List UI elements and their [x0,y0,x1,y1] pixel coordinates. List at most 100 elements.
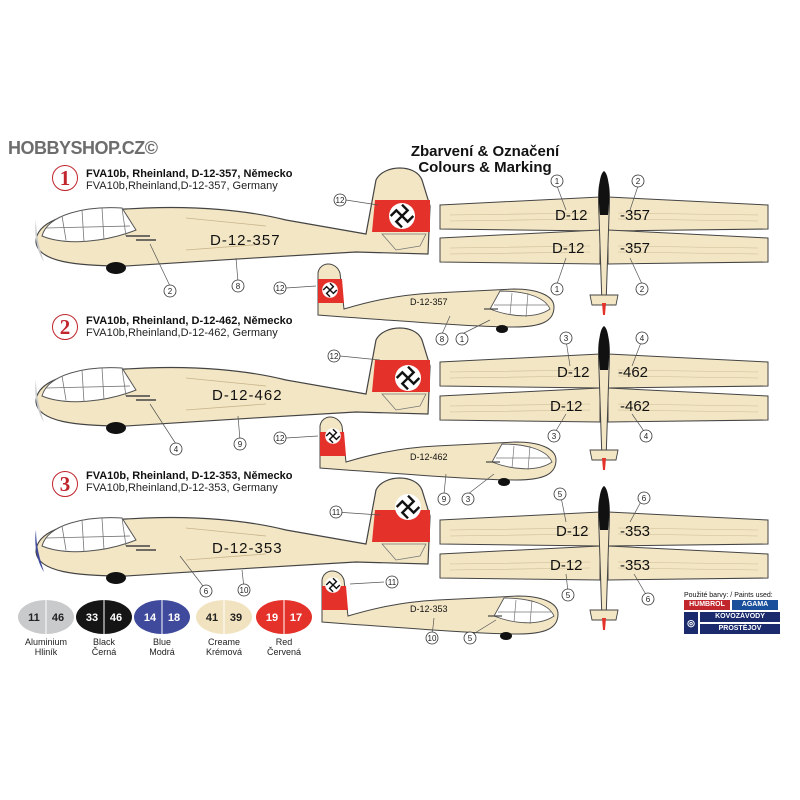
swatch-black-code-a: 33 [86,612,98,624]
option-3-registration: D-12-353 [212,540,283,557]
option-2-plan-view: D-12 -462 D-12 -462 [439,325,769,471]
callout-3: 3 [552,432,557,441]
swatch-black-label: Black Černá [75,637,133,657]
option-1-registration-small: D-12-357 [410,297,448,307]
swatch-aluminium: 11 46 [18,600,74,634]
swatch-creame-label: Creame Krémová [195,637,253,657]
option-1-large-side-view: D-12-357 [35,167,431,275]
callout-1: 1 [555,177,560,186]
callout-4: 4 [174,445,179,454]
title-czech: Zbarvení & Označení [410,143,560,160]
swatch-blue-name-en: Blue [152,637,171,647]
callout-6: 6 [204,587,209,596]
callout-2: 2 [636,177,641,186]
callout-4: 4 [644,432,649,441]
option-2-small-side-view: D-12-462 [319,416,557,487]
swatch-aluminium-code-b: 46 [52,612,64,624]
option-2-number: 2 [52,314,78,340]
option-2-caption: FVA10b, Rheinland, D-12-462, Německo FVA… [86,315,292,339]
option-2-title-english: FVA10b,Rheinland,D-12-462, Germany [86,327,278,339]
option-1-plan-view: D-12 -357 D-12 -357 [439,170,769,316]
option-2-nose-color [35,380,44,422]
option-2-wing-right-upper: -462 [618,364,648,381]
swatch-red: 19 17 [256,600,312,634]
callout-8: 8 [236,282,241,291]
swatch-red-name-en: Red [275,637,293,647]
swatch-creame-name-cz: Krémová [205,647,242,657]
option-1-registration: D-12-357 [210,232,281,249]
option-1-wing-right-upper: -357 [620,207,650,224]
option-1-title-czech: FVA10b, Rheinland, D-12-357, Německo [86,168,293,180]
swatch-red-code-a: 19 [266,612,278,624]
title-english: Colours & Marking [418,159,552,176]
option-2-registration: D-12-462 [212,387,283,404]
option-3-caption: FVA10b, Rheinland, D-12-353, Německo FVA… [86,470,292,494]
callout-6: 6 [642,494,647,503]
callout-5: 5 [468,634,473,643]
page-title: Zbarvení & Označení Colours & Marking [380,144,590,176]
callout-12: 12 [276,434,285,443]
option-3-wing-left-upper: D-12 [556,523,589,540]
callout-10: 10 [240,586,249,595]
option-3-small-side-view: D-12-353 [321,570,559,641]
option-1-wing-right-lower: -357 [620,240,650,257]
swatch-red-name-cz: Červená [266,647,302,657]
callout-2: 2 [168,287,173,296]
callout-9: 9 [442,495,447,504]
paint-swatches: 11 46 33 46 14 18 41 39 19 17 [18,600,312,634]
callout-12: 12 [336,196,345,205]
option-1-small-side-view: D-12-357 [317,263,555,334]
option-1-nose-color [35,220,44,262]
callout-markers: 12 2 8 12 8 1 1 2 1 2 12 4 9 12 9 3 3 4 … [163,174,655,645]
swatch-red-code-b: 17 [290,612,302,624]
paints-used-panel: Použité barvy: / Paints used: HUMBROL AG… [684,592,780,634]
callout-8: 8 [440,335,445,344]
swatch-blue-code-b: 18 [168,612,180,624]
swatch-aluminium-code-a: 11 [28,612,40,624]
option-2-registration-small: D-12-462 [410,452,448,462]
kovozavody-emblem-icon: ◎ [684,612,698,634]
swatch-creame-code-a: 41 [206,612,218,624]
callout-12: 12 [330,352,339,361]
option-1-wing-left-upper: D-12 [555,207,588,224]
swatch-creame-name-en: Creame [207,637,240,647]
option-3-wing-right-upper: -353 [620,523,650,540]
swatch-blue-name-cz: Modrá [149,647,175,657]
option-3-number: 3 [52,471,78,497]
swatch-creame-code-b: 39 [230,612,242,624]
option-2-wing-left-lower: D-12 [550,398,583,415]
option-3-title-czech: FVA10b, Rheinland, D-12-353, Německo [86,470,293,482]
option-3-wing-left-lower: D-12 [550,557,583,574]
callout-6: 6 [646,595,651,604]
swatch-black-code-b: 46 [110,612,122,624]
swatch-aluminium-label: Aluminium Hliník [17,637,75,657]
option-2-wing-right-lower: -462 [620,398,650,415]
callout-10: 10 [428,634,437,643]
option-2-large-side-view: D-12-462 [35,327,431,435]
option-1-caption: FVA10b, Rheinland, D-12-357, Německo FVA… [86,168,292,192]
swatch-red-label: Red Červená [255,637,313,657]
kovozavody-label: KOVOZÁVODY [700,612,780,622]
option-3-large-side-view: D-12-353 [35,477,431,585]
paints-used-title: Použité barvy: / Paints used: [684,592,773,599]
swatch-blue-label: Blue Modrá [133,637,191,657]
option-1-wing-left-lower: D-12 [552,240,585,257]
agama-logo: AGAMA [732,600,778,610]
callout-11: 11 [332,508,341,517]
swatch-blue: 14 18 [134,600,190,634]
swatch-blue-code-a: 14 [144,612,157,624]
swatch-black-name-en: Black [92,637,115,647]
callout-5: 5 [566,591,571,600]
option-1-number: 1 [52,165,78,191]
callout-9: 9 [238,440,243,449]
prostejov-label: PROSTĚJOV [700,624,780,634]
swatch-black-name-cz: Černá [91,647,117,657]
callout-2: 2 [640,285,645,294]
watermark: HOBBYSHOP.CZ© [8,138,158,158]
option-2-title-czech: FVA10b, Rheinland, D-12-462, Německo [86,315,293,327]
option-2-wing-left-upper: D-12 [557,364,590,381]
callout-11: 11 [388,578,397,587]
callout-4: 4 [640,334,645,343]
callout-3: 3 [564,334,569,343]
